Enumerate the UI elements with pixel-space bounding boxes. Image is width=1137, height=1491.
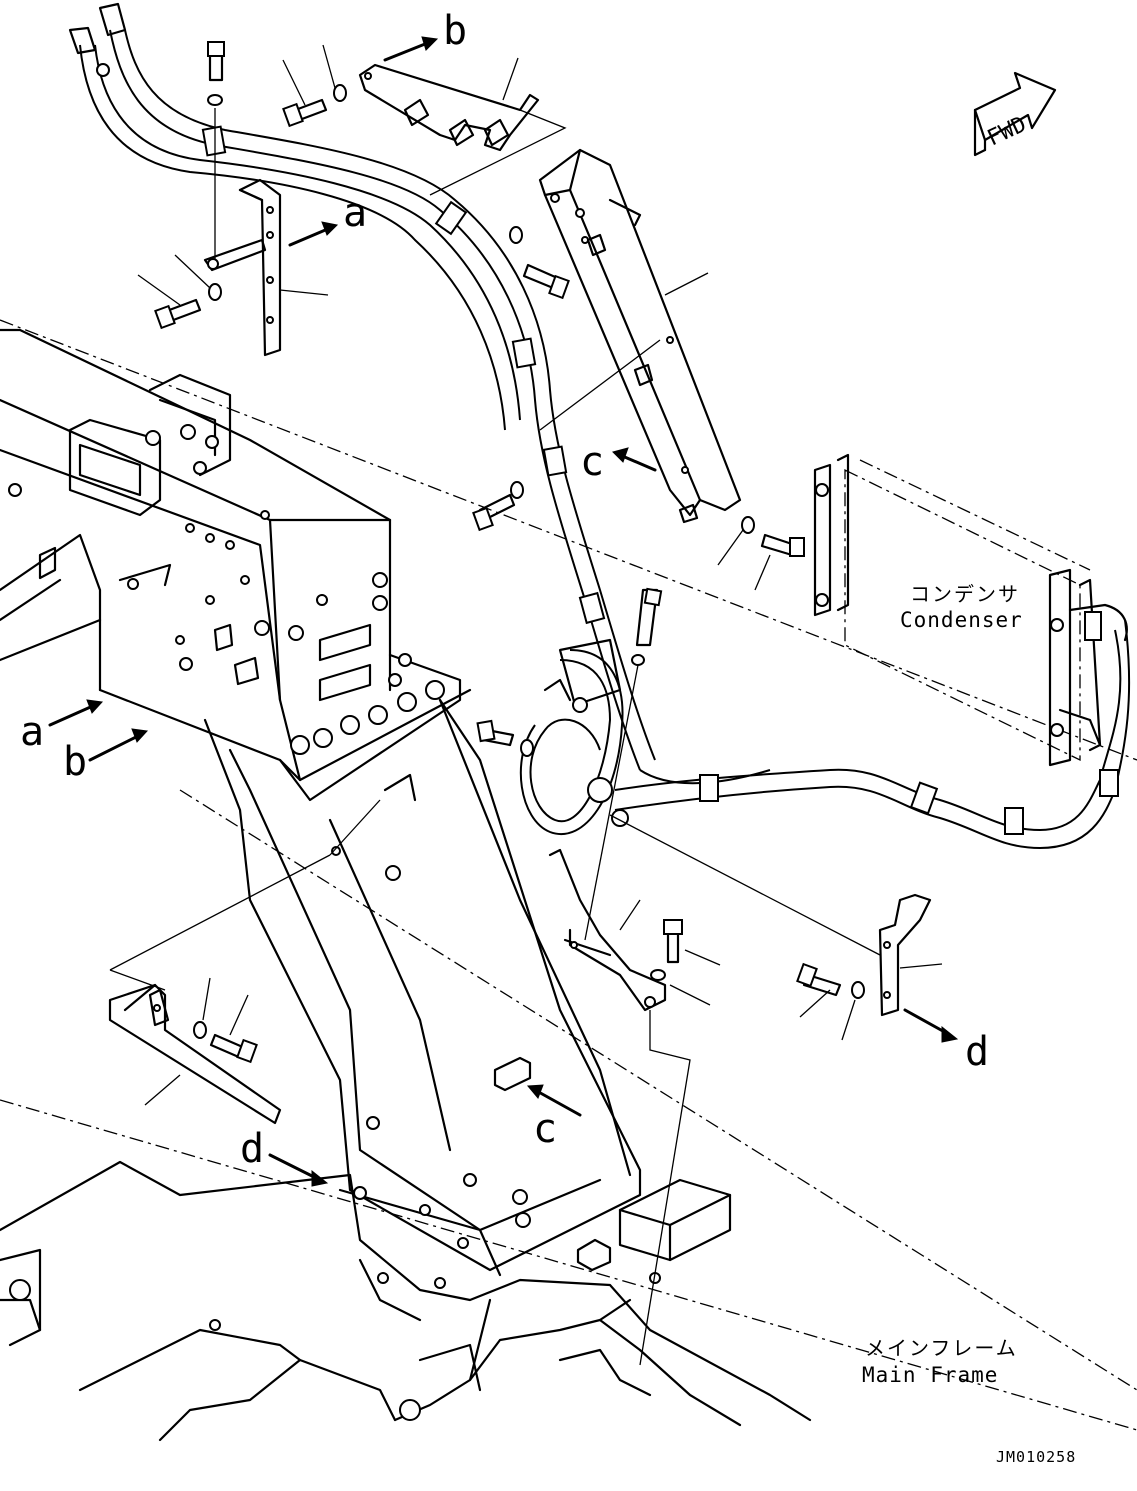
main-frame-label-jp: メインフレーム xyxy=(865,1336,1018,1360)
ref-b-left: b xyxy=(63,739,87,785)
reference-arrows xyxy=(48,36,959,1187)
ref-b-top: b xyxy=(443,8,467,54)
ref-c-top: c xyxy=(580,439,604,485)
ref-a-left: a xyxy=(20,709,44,755)
refrigerant-hoses xyxy=(68,2,1131,850)
main-frame-label-en: Main Frame xyxy=(862,1363,998,1387)
ref-d-bottom: d xyxy=(240,1126,264,1172)
condenser xyxy=(813,453,1128,767)
condenser-label-en: Condenser xyxy=(900,608,1023,632)
bracket-b xyxy=(358,57,567,196)
ref-a-top: a xyxy=(343,190,367,236)
valve-box xyxy=(0,328,472,802)
condenser-label-jp: コンデンサ xyxy=(910,582,1020,606)
bolts-a xyxy=(137,41,347,330)
ref-c-bottom: c xyxy=(533,1106,557,1152)
lower-brackets xyxy=(108,587,943,1366)
bracket-c xyxy=(472,148,805,591)
main-frame xyxy=(0,319,1137,1442)
fwd-marker: FWD xyxy=(973,71,1057,157)
ref-d-right: d xyxy=(965,1029,989,1075)
support-column xyxy=(203,698,661,1322)
drawing-code: JM010258 xyxy=(996,1448,1076,1466)
bracket-a xyxy=(203,178,329,357)
